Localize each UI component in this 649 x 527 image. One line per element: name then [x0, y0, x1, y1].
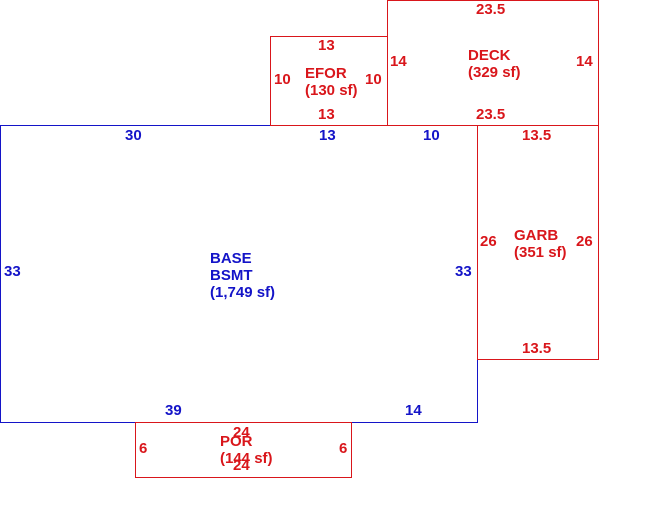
por-dim-right: 6 [339, 440, 348, 457]
por-dim-bottom: 24 [233, 457, 250, 474]
por-code: POR [220, 433, 253, 450]
deck-area: (329 sf) [468, 64, 521, 81]
deck-dim-bottom: 23.5 [476, 106, 506, 123]
garb-dim-left: 26 [480, 233, 497, 250]
garb-label: GARB (351 sf) [514, 227, 567, 261]
deck-code: DECK [468, 47, 511, 64]
deck-dim-top: 23.5 [476, 1, 506, 18]
garb-dim-bottom: 13.5 [522, 340, 552, 357]
garb-area: (351 sf) [514, 244, 567, 261]
por-dim-top: 24 [233, 424, 250, 441]
garb-dim-right: 26 [576, 233, 593, 250]
base-dim-left: 33 [4, 263, 21, 280]
base-dim-top-mid: 13 [319, 127, 336, 144]
base-dim-bottom-left: 39 [165, 402, 182, 419]
base-label: BASE BSMT (1,749 sf) [210, 250, 275, 301]
efor-dim-left: 10 [274, 71, 291, 88]
efor-area: (130 sf) [305, 82, 358, 99]
por-area: (144 sf) [220, 450, 273, 467]
efor-dim-bottom: 13 [318, 106, 335, 123]
base-code: BASE [210, 250, 252, 267]
base-dim-bottom-right: 14 [405, 402, 422, 419]
efor-label: EFOR (130 sf) [305, 65, 358, 99]
garb-outline [477, 125, 599, 360]
por-outline [135, 422, 352, 478]
deck-label: DECK (329 sf) [468, 47, 521, 81]
por-dim-left: 6 [139, 440, 148, 457]
por-label: POR (144 sf) [220, 433, 273, 467]
efor-dim-right: 10 [365, 71, 382, 88]
deck-dim-right: 14 [576, 53, 593, 70]
base-dim-top-right: 10 [423, 127, 440, 144]
base-area: (1,749 sf) [210, 284, 276, 301]
efor-dim-top: 13 [318, 37, 335, 54]
garb-code: GARB [514, 227, 559, 244]
base-dim-right: 33 [455, 263, 472, 280]
efor-code: EFOR [305, 65, 347, 82]
base-dim-top-left: 30 [125, 127, 142, 144]
deck-dim-left: 14 [390, 53, 407, 70]
garb-dim-top: 13.5 [522, 127, 552, 144]
base-desc: BSMT [210, 267, 253, 284]
